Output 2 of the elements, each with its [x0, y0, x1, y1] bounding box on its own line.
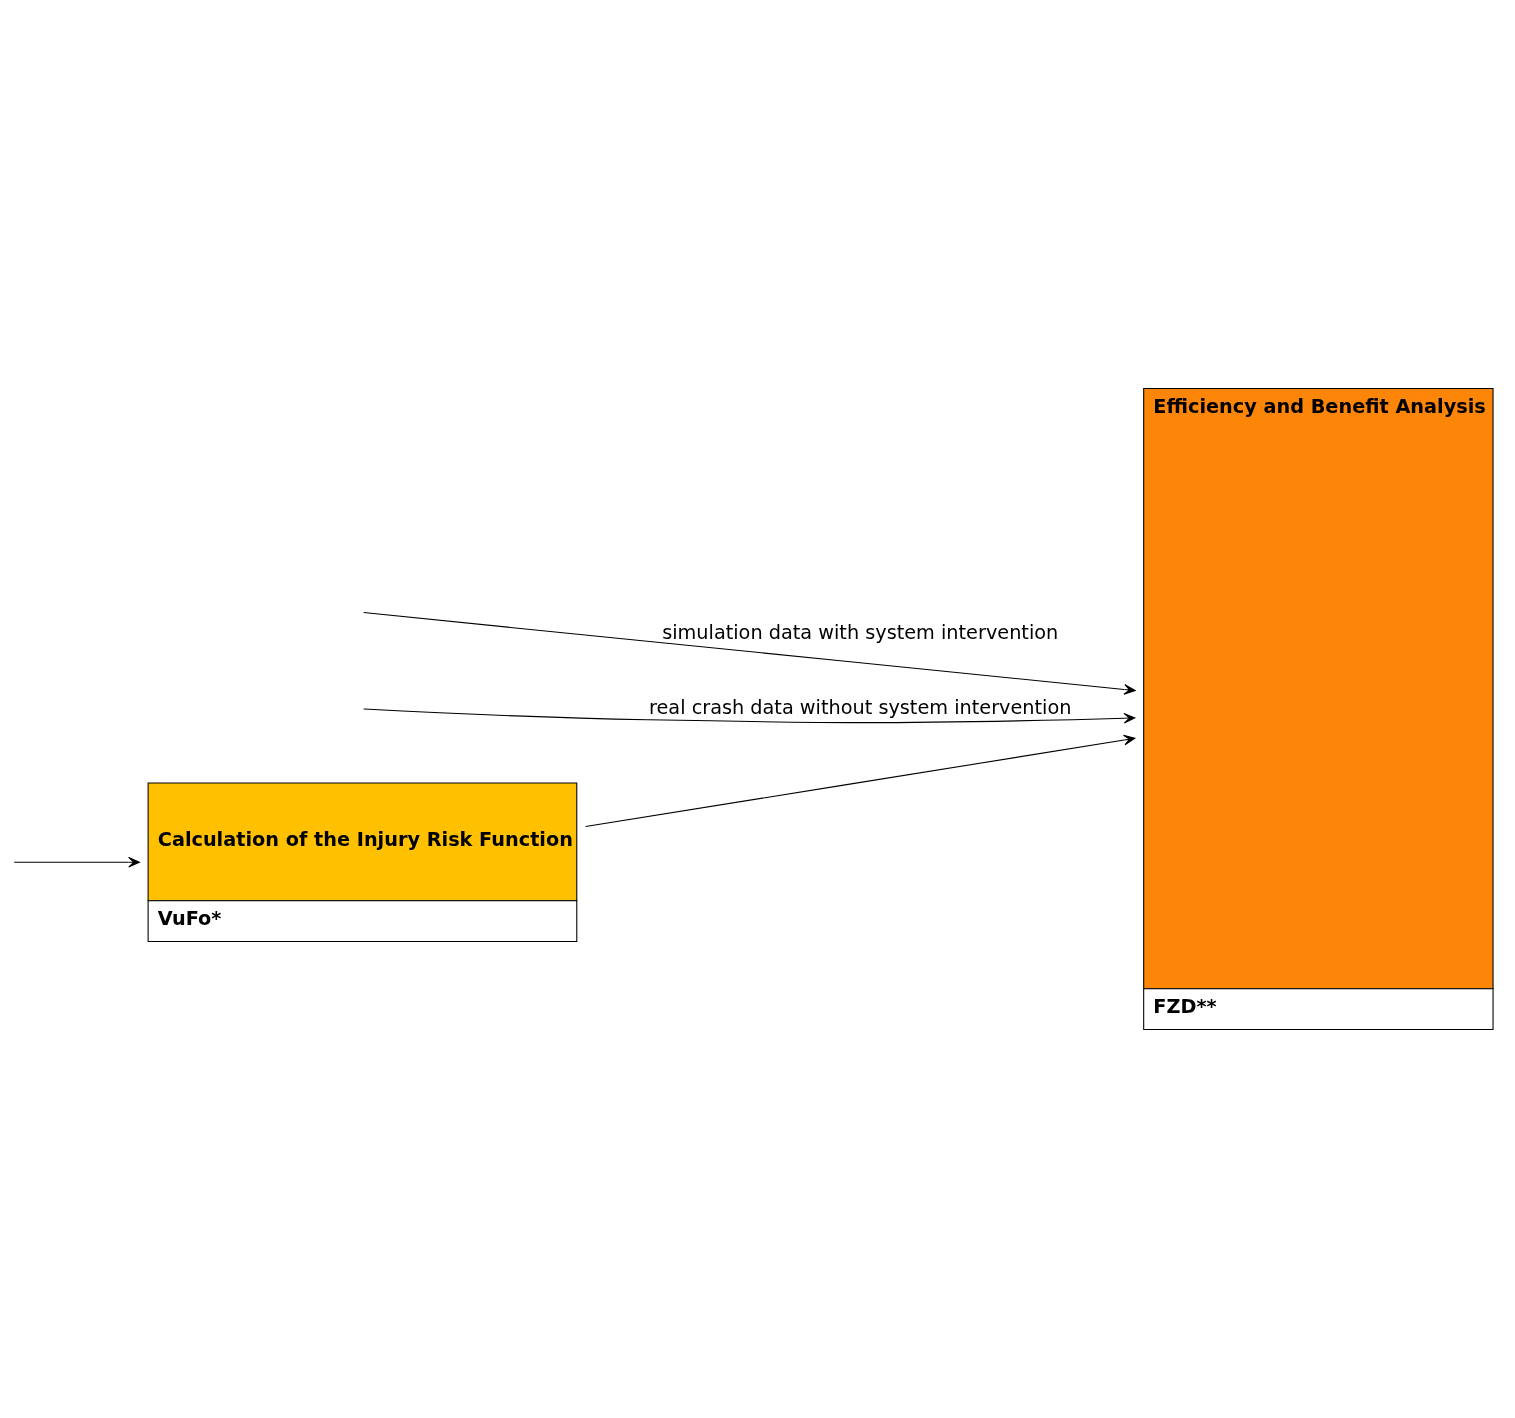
edge-label: simulation data with system intervention	[662, 620, 1059, 644]
edge-label: real crash data without system intervention	[649, 695, 1072, 719]
